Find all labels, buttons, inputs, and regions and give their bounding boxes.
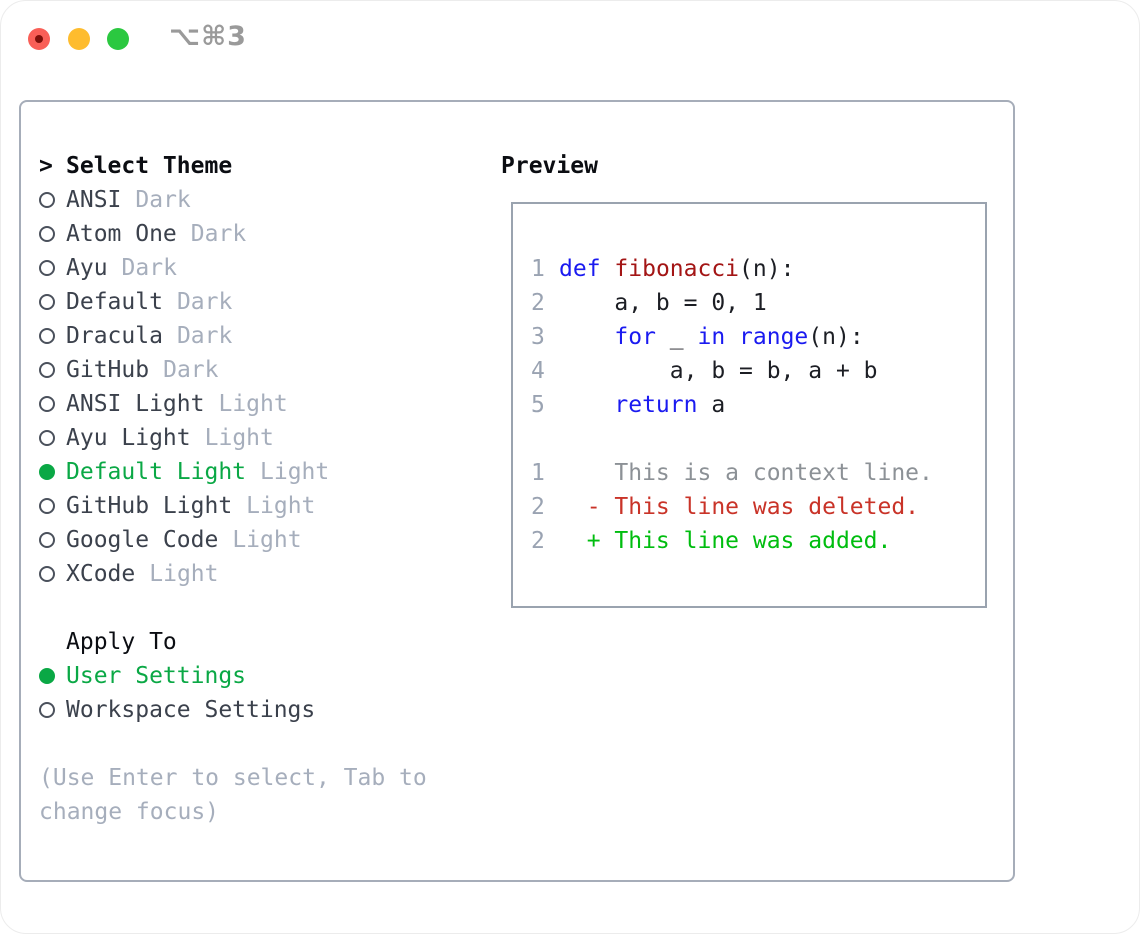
radio-icon (39, 702, 55, 718)
minimize-button[interactable] (68, 28, 90, 50)
radio-icon (39, 566, 55, 582)
apply-to-option-workspace-settings[interactable]: Workspace Settings (39, 693, 427, 727)
theme-option-ansi-dark[interactable]: ANSI Dark (39, 183, 427, 217)
theme-option-label: GitHub Light (66, 493, 233, 519)
theme-option-label: XCode (66, 561, 136, 587)
theme-list-title: Select Theme (66, 153, 233, 179)
radio-icon (39, 498, 55, 514)
apply-to-option-label: Workspace Settings (66, 697, 316, 723)
radio-icon (39, 464, 55, 480)
theme-option-variant: Dark (135, 187, 191, 213)
theme-option-variant: Light (246, 493, 316, 519)
line-number: 5 (531, 392, 545, 418)
code-line: 4 a, b = b, a + b (531, 354, 985, 388)
code-line: 3 for _ in range(n): (531, 320, 985, 354)
spacer (39, 727, 427, 761)
spacer (39, 591, 427, 625)
diff-preview: 1 This is a context line.2 - This line w… (531, 456, 985, 558)
hint-text-line2: change focus) (39, 799, 220, 825)
line-number: 1 (531, 460, 545, 486)
spacer (531, 422, 985, 456)
hint-text-line1: (Use Enter to select, Tab to (39, 765, 427, 791)
radio-icon (39, 396, 55, 412)
apply-to-option-label: User Settings (66, 663, 247, 689)
radio-icon (39, 532, 55, 548)
radio-icon (39, 192, 55, 208)
radio-icon (39, 362, 55, 378)
theme-list-header: > Select Theme (39, 149, 427, 183)
theme-option-label: Google Code (66, 527, 219, 553)
theme-option-label: Atom One (66, 221, 177, 247)
close-button-dot (35, 35, 43, 43)
radio-icon (39, 294, 55, 310)
theme-option-ayu-light-light[interactable]: Ayu Light Light (39, 421, 427, 455)
apply-to-header: Apply To (39, 625, 427, 659)
line-number: 3 (531, 324, 545, 350)
theme-option-dracula-dark[interactable]: Dracula Dark (39, 319, 427, 353)
theme-option-label: Dracula (66, 323, 163, 349)
theme-option-variant: Dark (176, 289, 233, 315)
theme-option-default-dark[interactable]: Default Dark (39, 285, 427, 319)
diff-line-context: 1 This is a context line. (531, 456, 985, 490)
theme-option-variant: Dark (163, 357, 219, 383)
radio-icon (39, 668, 55, 684)
line-number: 4 (531, 358, 545, 384)
theme-option-ansi-light-light[interactable]: ANSI Light Light (39, 387, 427, 421)
theme-option-label: Default Light (66, 459, 247, 485)
theme-option-github-dark[interactable]: GitHub Dark (39, 353, 427, 387)
radio-icon (39, 260, 55, 276)
code-line: 2 a, b = 0, 1 (531, 286, 985, 320)
zoom-button[interactable] (107, 28, 129, 50)
theme-option-label: ANSI Light (66, 391, 205, 417)
line-number: 1 (531, 256, 545, 282)
theme-option-label: Ayu Light (66, 425, 191, 451)
window-shortcut-label: ⌥⌘3 (169, 21, 247, 52)
prompt-icon: > (39, 153, 53, 179)
line-number: 2 (531, 528, 545, 554)
code-line: 5 return a (531, 388, 985, 422)
theme-option-variant: Light (218, 391, 288, 417)
apply-to-title: Apply To (66, 629, 177, 655)
theme-option-github-light-light[interactable]: GitHub Light Light (39, 489, 427, 523)
theme-option-label: Default (66, 289, 163, 315)
line-number: 2 (531, 290, 545, 316)
titlebar: ⌥⌘3 (1, 1, 1139, 76)
theme-option-ayu-dark[interactable]: Ayu Dark (39, 251, 427, 285)
radio-icon (39, 430, 55, 446)
radio-icon (39, 226, 55, 242)
line-number: 2 (531, 494, 545, 520)
radio-icon (39, 328, 55, 344)
theme-option-variant: Light (260, 459, 330, 485)
preview-title: Preview (501, 153, 598, 179)
close-button[interactable] (28, 28, 50, 50)
theme-option-variant: Dark (121, 255, 177, 281)
theme-option-variant: Light (232, 527, 302, 553)
theme-option-atom-one-dark[interactable]: Atom One Dark (39, 217, 427, 251)
theme-option-label: Ayu (66, 255, 108, 281)
theme-option-variant: Light (204, 425, 274, 451)
theme-option-google-code-light[interactable]: Google Code Light (39, 523, 427, 557)
apply-to-option-user-settings[interactable]: User Settings (39, 659, 427, 693)
theme-option-label: ANSI (66, 187, 122, 213)
theme-option-default-light-light[interactable]: Default Light Light (39, 455, 427, 489)
theme-option-variant: Dark (190, 221, 247, 247)
theme-option-xcode-light[interactable]: XCode Light (39, 557, 427, 591)
theme-option-variant: Dark (176, 323, 233, 349)
theme-option-variant: Light (149, 561, 219, 587)
diff-line-added: 2 + This line was added. (531, 524, 985, 558)
diff-line-deleted: 2 - This line was deleted. (531, 490, 985, 524)
theme-option-label: GitHub (66, 357, 150, 383)
